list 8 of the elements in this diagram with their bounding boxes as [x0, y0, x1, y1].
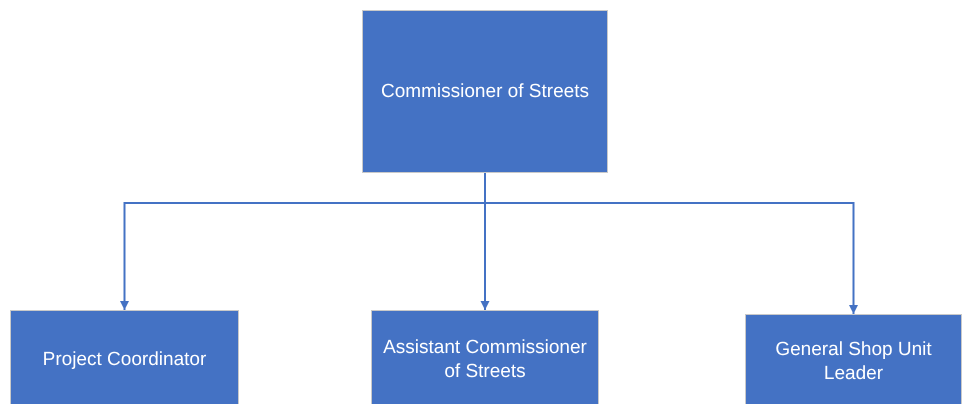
role-title: Project Coordinator	[42, 348, 208, 372]
role-title: Assistant Commissioner of Streets	[382, 336, 588, 384]
role-title: Commissioner of Streets	[380, 80, 590, 104]
org-box	[371, 310, 599, 404]
org-box	[745, 314, 962, 404]
role-title: General Shop Unit Leader	[774, 338, 933, 386]
org-box	[362, 10, 608, 173]
org-box	[10, 310, 239, 404]
